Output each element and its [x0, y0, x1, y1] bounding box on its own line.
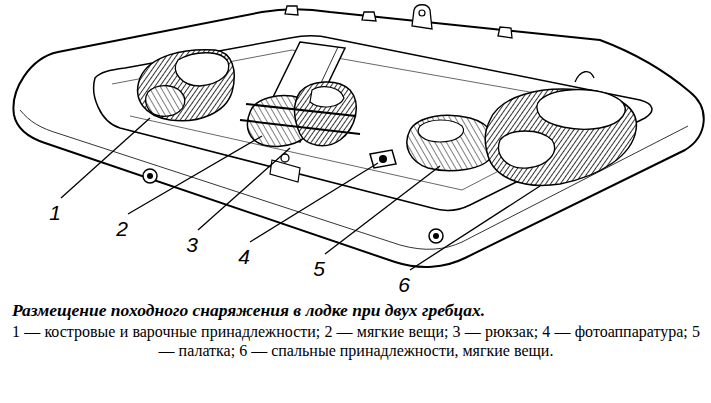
- gear-bag: [146, 86, 185, 117]
- leader-line: [250, 163, 378, 242]
- leader-line: [410, 186, 540, 270]
- sleeping-bag: [499, 131, 555, 168]
- sleeping-bag: [485, 89, 636, 185]
- callout-number: 6: [398, 274, 410, 295]
- boat-floor: [94, 36, 652, 211]
- rucksack: [295, 82, 357, 146]
- boat-hull: [13, 9, 703, 267]
- callout-number: 3: [186, 234, 198, 255]
- camera-lens: [379, 155, 387, 163]
- callout-number: 5: [313, 258, 325, 279]
- oarlock-bracket: [270, 160, 300, 182]
- strap: [246, 104, 356, 116]
- callout-number: 4: [238, 246, 250, 267]
- leader-line: [128, 136, 262, 214]
- figure-caption: Размещение походного снаряжения в лодке …: [12, 300, 702, 320]
- rucksack-flap: [310, 87, 344, 107]
- sleeping-bag: [537, 90, 625, 130]
- valve: [429, 229, 443, 243]
- callout-number: 1: [49, 202, 61, 223]
- callout-number: 2: [116, 218, 128, 239]
- towing-eye: [412, 5, 432, 29]
- oarlock: [362, 12, 376, 21]
- oarlock: [498, 27, 512, 38]
- tent-roll: [418, 120, 463, 142]
- gear-bag: [138, 50, 235, 121]
- leader-line: [198, 148, 290, 230]
- eye-hole: [419, 10, 425, 16]
- leader-line: [325, 166, 440, 254]
- oarlock: [285, 6, 298, 15]
- gear-bag: [175, 53, 228, 86]
- leader-line: [61, 118, 150, 198]
- valve: [147, 173, 153, 179]
- valve: [433, 233, 439, 239]
- figure-key: 1 — костровые и варочные принадлежности;…: [12, 322, 700, 360]
- bag-tie: [575, 72, 594, 82]
- strap: [240, 120, 360, 134]
- valve: [143, 169, 157, 183]
- tent-roll: [407, 115, 495, 170]
